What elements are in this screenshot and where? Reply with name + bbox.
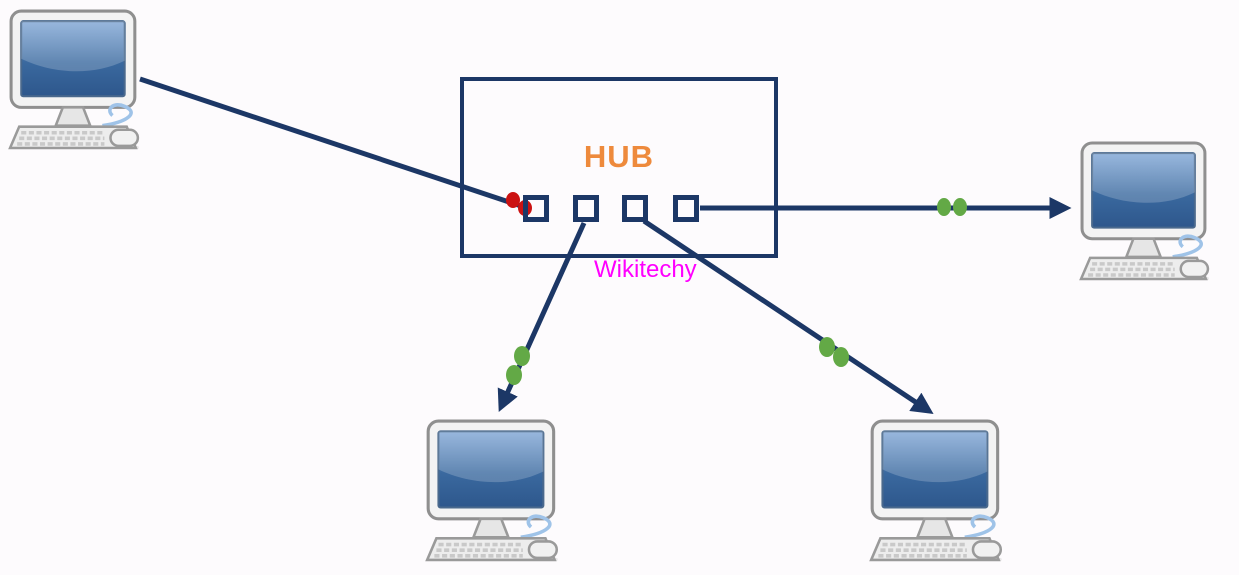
hub-label: HUB: [583, 139, 655, 174]
cable-hub-port4-to-right: [700, 196, 1072, 220]
computer-bottom-right-icon: [866, 418, 1010, 562]
computer-right-icon: [1076, 140, 1217, 281]
hub-port-1: [523, 195, 549, 222]
packet-dot-green: [833, 347, 849, 367]
packet-dot-green: [937, 198, 951, 216]
hub-box: HUB: [460, 77, 778, 258]
hub-port-4: [673, 195, 699, 222]
packet-dot-green: [514, 346, 530, 366]
packet-dot-green: [819, 337, 835, 357]
cable-hub-port2-to-bottomleft: [497, 221, 587, 413]
hub-port-3: [622, 195, 648, 222]
cable-hub-port3-to-bottomright: [642, 218, 934, 415]
packet-dot-red: [506, 192, 520, 208]
hub-port-2: [573, 195, 599, 222]
computer-top-left-icon: [5, 8, 147, 150]
computer-bottom-left-icon: [422, 418, 566, 562]
packet-dot-green: [953, 198, 967, 216]
watermark-text: Wikitechy: [594, 256, 697, 283]
packet-dot-green: [506, 365, 522, 385]
